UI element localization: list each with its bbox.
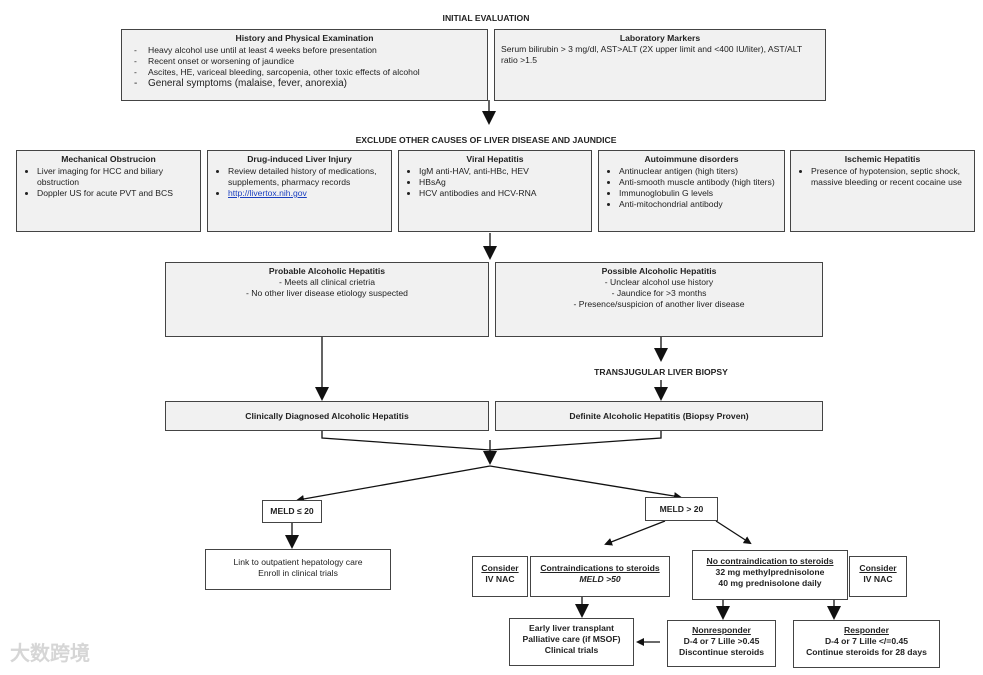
drug-induced-box: Drug-induced Liver Injury Review detaile…	[207, 150, 392, 232]
lab-markers-box: Laboratory Markers Serum bilirubin > 3 m…	[494, 29, 826, 101]
no-contra-line: 40 mg prednisolone daily	[718, 578, 822, 588]
cause-item: Liver imaging for HCC and biliary obstru…	[37, 166, 194, 188]
history-item: Ascites, HE, variceal bleeding, sarcopen…	[128, 67, 481, 78]
meld-low-box: MELD ≤ 20	[262, 500, 322, 523]
consider-label: Consider	[481, 563, 519, 573]
cause-item: Anti-mitochondrial antibody	[619, 199, 778, 210]
history-title: History and Physical Examination	[235, 33, 374, 43]
no-contra-line: 32 mg methylprednisolone	[715, 567, 825, 577]
cause-item: HBsAg	[419, 177, 585, 188]
nonresponder-title: Nonresponder	[692, 625, 751, 635]
meld-high-box: MELD > 20	[645, 497, 718, 521]
possible-item: - Jaundice for >3 months	[611, 288, 707, 298]
mechanical-obstruction-box: Mechanical Obstrucion Liver imaging for …	[16, 150, 201, 232]
outpatient-line: Enroll in clinical trials	[258, 568, 338, 578]
cause-item: Anti-smooth muscle antibody (high titers…	[619, 177, 778, 188]
contra-sub: MELD >50	[579, 574, 621, 584]
cause-item: Review detailed history of medications, …	[228, 166, 385, 188]
cause-title: Ischemic Hepatitis	[844, 154, 921, 164]
responder-line: Continue steroids for 28 days	[806, 647, 927, 657]
cause-item: IgM anti-HAV, anti-HBc, HEV	[419, 166, 585, 177]
cause-item: Antinuclear antigen (high titers)	[619, 166, 778, 177]
ischemic-hepatitis-box: Ischemic Hepatitis Presence of hypotensi…	[790, 150, 975, 232]
probable-item: - No other liver disease etiology suspec…	[246, 288, 408, 298]
responder-title: Responder	[844, 625, 889, 635]
history-item: Recent onset or worsening of jaundice	[128, 56, 481, 67]
cause-title: Autoimmune disorders	[644, 154, 739, 164]
history-item: General symptoms (malaise, fever, anorex…	[128, 78, 481, 91]
nonresponder-line: D-4 or 7 Lille >0.45	[683, 636, 760, 646]
livertox-link[interactable]: http://livertox.nih.gov	[228, 188, 307, 198]
outpatient-line: Link to outpatient hepatology care	[233, 557, 363, 567]
autoimmune-box: Autoimmune disorders Antinuclear antigen…	[598, 150, 785, 232]
possible-item: - Unclear alcohol use history	[604, 277, 714, 287]
no-contra-title: No contraindication to steroids	[706, 556, 834, 566]
probable-item: - Meets all clinical crietria	[279, 277, 375, 287]
viral-hepatitis-box: Viral Hepatitis IgM anti-HAV, anti-HBc, …	[398, 150, 592, 232]
possible-item: - Presence/suspicion of another liver di…	[573, 299, 745, 309]
exclude-heading: EXCLUDE OTHER CAUSES OF LIVER DISEASE AN…	[355, 135, 617, 145]
cause-title: Viral Hepatitis	[466, 154, 524, 164]
probable-ah-box: Probable Alcoholic Hepatitis - Meets all…	[165, 262, 489, 337]
contra-title: Contraindications to steroids	[540, 563, 660, 573]
cause-title: Mechanical Obstrucion	[61, 154, 156, 164]
cause-item: Immunoglobulin G levels	[619, 188, 778, 199]
biopsy-label: TRANSJUGULAR LIVER BIOPSY	[594, 367, 728, 377]
possible-ah-box: Possible Alcoholic Hepatitis - Unclear a…	[495, 262, 823, 337]
cause-title: Drug-induced Liver Injury	[247, 154, 352, 164]
cause-item: Presence of hypotension, septic shock, m…	[811, 166, 968, 188]
lab-title: Laboratory Markers	[619, 33, 701, 43]
consider-label: Consider	[859, 563, 897, 573]
watermark-logo: 大数跨境	[10, 643, 90, 665]
probable-title: Probable Alcoholic Hepatitis	[268, 266, 386, 276]
consider-text: IV NAC	[863, 574, 893, 584]
nonresponder-line: Discontinue steroids	[679, 647, 764, 657]
early-line: Clinical trials	[544, 645, 599, 655]
history-box: History and Physical Examination Heavy a…	[121, 29, 488, 101]
history-item: Heavy alcohol use until at least 4 weeks…	[128, 45, 481, 56]
early-line: Early liver transplant	[528, 623, 615, 633]
consider-text: IV NAC	[485, 574, 515, 584]
clinically-diagnosed-box: Clinically Diagnosed Alcoholic Hepatitis	[165, 401, 489, 431]
cause-item: Doppler US for acute PVT and BCS	[37, 188, 194, 199]
initial-evaluation-heading: INITIAL EVALUATION	[442, 13, 530, 23]
cause-item: HCV antibodies and HCV-RNA	[419, 188, 585, 199]
definite-ah-box: Definite Alcoholic Hepatitis (Biopsy Pro…	[495, 401, 823, 431]
responder-line: D-4 or 7 Lille </=0.45	[824, 636, 909, 646]
lab-text: Serum bilirubin > 3 mg/dl, AST>ALT (2X u…	[501, 44, 802, 65]
early-line: Palliative care (if MSOF)	[522, 634, 621, 644]
possible-title: Possible Alcoholic Hepatitis	[601, 266, 717, 276]
